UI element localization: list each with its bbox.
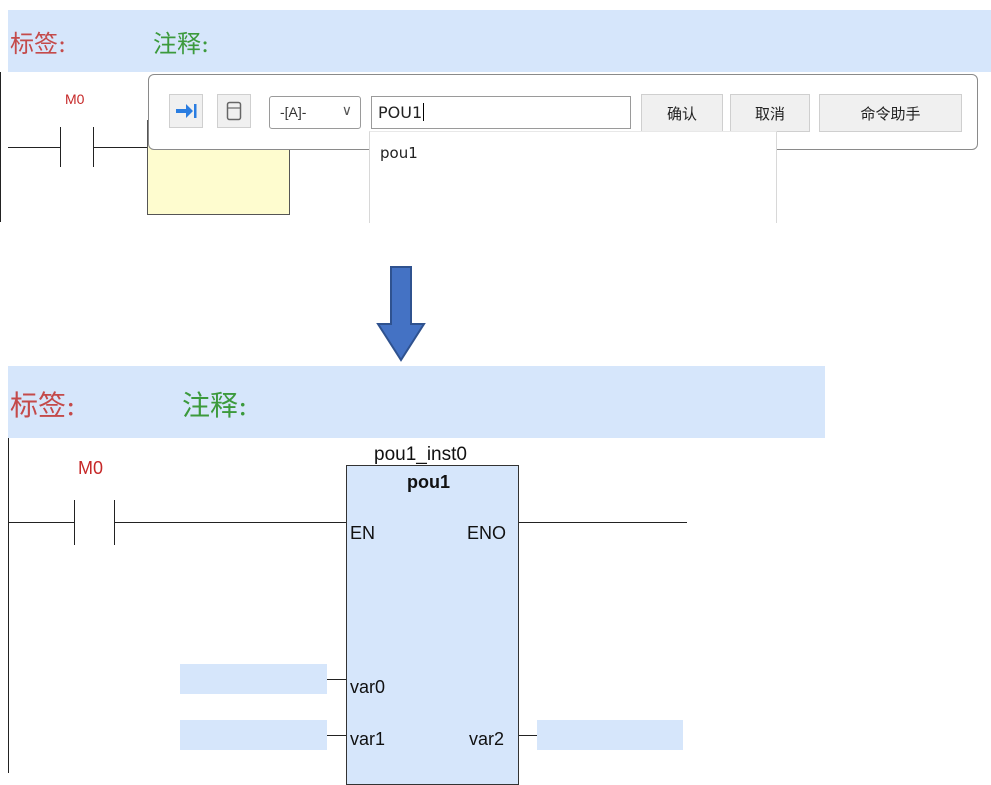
rung-wire [115,522,347,523]
instruction-input[interactable]: POU1 [371,96,631,129]
operand-output-var2[interactable] [537,720,683,750]
pin-var0: var0 [350,677,386,697]
contact-bar-right[interactable] [93,127,94,167]
label-tag[interactable]: 标签: [10,30,67,58]
autocomplete-dropdown: pou1 [369,131,777,223]
autocomplete-item[interactable]: pou1 [380,144,418,162]
text-caret [423,103,425,121]
command-assistant-button[interactable]: 命令助手 [819,94,962,132]
pin-var1: var1 [350,729,386,749]
insert-arrow-button[interactable] [169,94,203,128]
operand-input-var0[interactable] [180,664,327,694]
confirm-button-label: 确认 [666,104,697,123]
arrow-down-icon [376,266,426,362]
instruction-input-value: POU1 [378,103,423,122]
rung-wire [94,147,149,148]
document-icon [226,101,242,121]
element-type-select[interactable]: -[A]- ∨ [269,96,361,129]
bottom-rung-header: 标签: 注释: [8,366,825,438]
power-rail-left [8,438,9,773]
operand-input-var1[interactable] [180,720,327,750]
block-type-name: pou1 [407,472,450,492]
cancel-button[interactable]: 取消 [730,94,810,132]
pin-eno: ENO [467,523,507,543]
rung-wire [8,147,60,148]
pin-var2: var2 [469,729,505,749]
contact-bar-left[interactable] [60,127,61,167]
label-comment[interactable]: 注释: [182,389,248,422]
document-button[interactable] [217,94,251,128]
label-tag[interactable]: 标签: [10,389,76,422]
pin-wire [327,679,346,680]
instance-name[interactable]: pou1_inst0 [374,444,467,465]
pin-en: EN [350,523,376,543]
command-assistant-label: 命令助手 [860,104,921,123]
top-rung-header: 标签: 注释: [8,10,991,72]
element-type-value: -[A]- [280,104,307,120]
pin-wire [519,735,537,736]
confirm-button[interactable]: 确认 [641,94,723,132]
rung-wire-output [519,522,687,523]
pin-wire [327,735,346,736]
contact-name: M0 [65,91,85,107]
chevron-down-icon: ∨ [341,102,352,118]
arrow-right-bar-icon [176,104,197,118]
power-rail-left [0,72,1,222]
contact-name: M0 [78,458,104,478]
contact-bar-left[interactable] [74,500,75,545]
rung-wire [9,522,74,523]
contact-bar-right[interactable] [114,500,115,545]
function-block[interactable]: pou1 EN ENO var0 var1 var2 [346,465,519,785]
cancel-button-label: 取消 [754,104,785,123]
label-comment[interactable]: 注释: [153,30,210,58]
